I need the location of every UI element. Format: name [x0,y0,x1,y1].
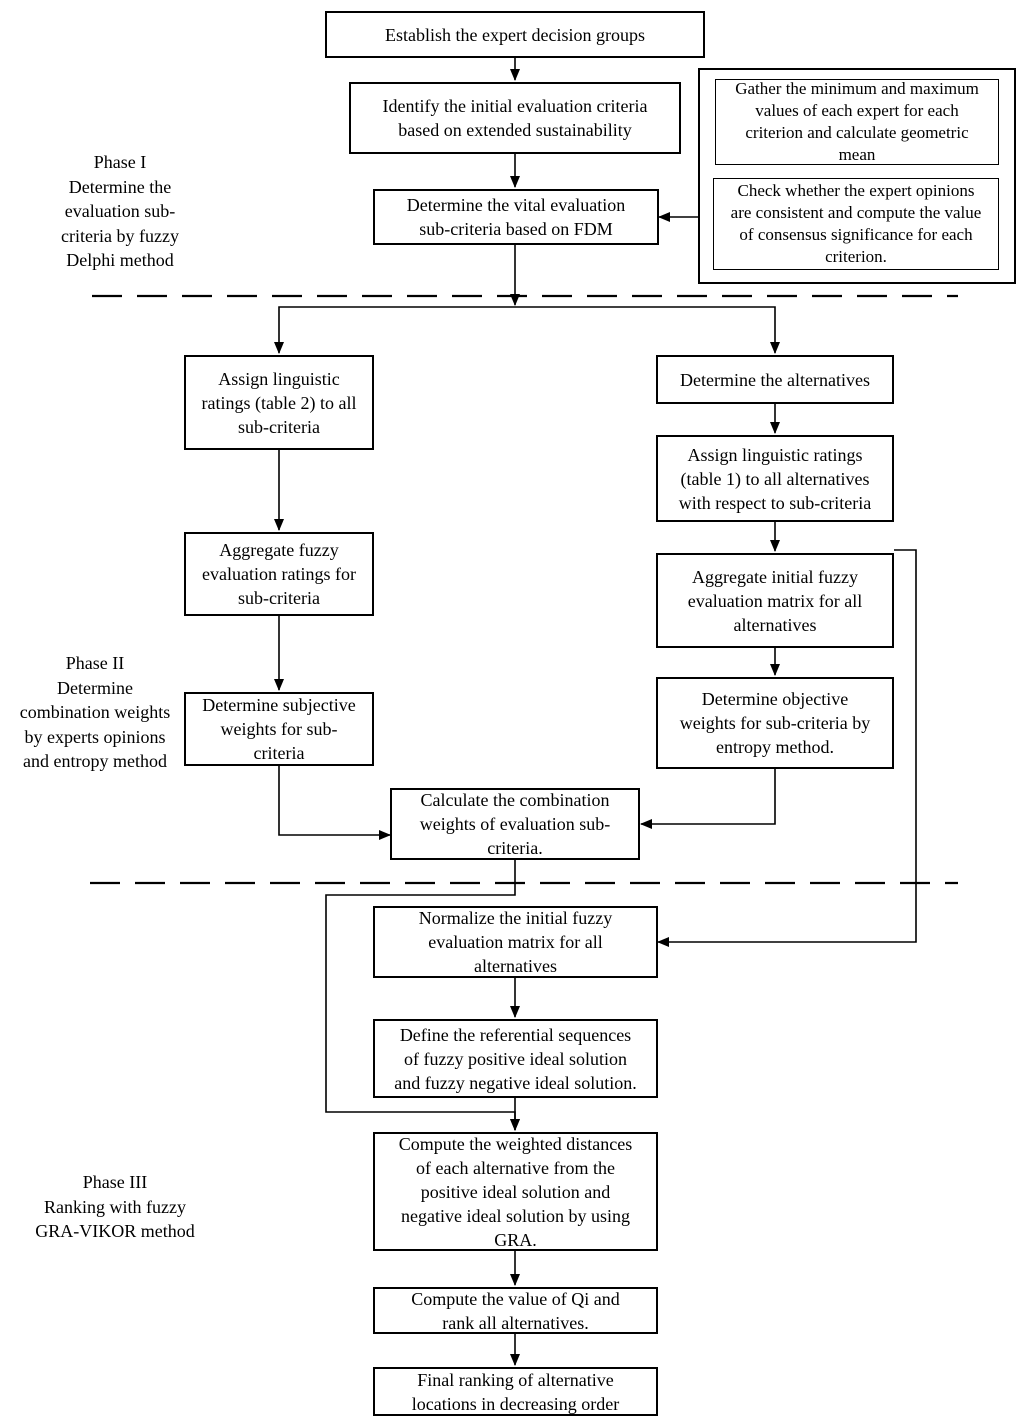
node-determine-alternatives: Determine the alternatives [656,355,894,404]
node-assign-ratings-subcriteria: Assign linguistic ratings (table 2) to a… [184,355,374,450]
node-final-ranking: Final ranking of alternative locations i… [373,1367,658,1416]
arrow-split-right [515,306,780,354]
node-expert-groups: Establish the expert decision groups [325,11,705,58]
phase-1-label: Phase I Determine the evaluation sub- cr… [61,152,179,270]
node-compute-qi: Compute the value of Qi and rank all alt… [373,1287,658,1334]
arrow-objective-to-combination [640,769,776,829]
node-objective-weights: Determine objective weights for sub-crit… [656,677,894,769]
node-referential-sequences: Define the referential sequences of fuzz… [373,1019,658,1098]
node-weighted-distances: Compute the weighted distances of each a… [373,1132,658,1251]
phase-3-label: Phase III Ranking with fuzzy GRA-VIKOR m… [35,1172,195,1241]
node-initial-criteria: Identify the initial evaluation criteria… [349,82,681,154]
node-gather-minmax: Gather the minimum and maximum values of… [715,79,999,165]
node-combination-weights: Calculate the combination weights of eva… [390,788,640,860]
node-aggregate-ratings: Aggregate fuzzy evaluation ratings for s… [184,532,374,616]
node-subjective-weights: Determine subjective weights for sub- cr… [184,692,374,766]
arrow-subjective-to-combination [278,766,391,840]
node-vital-subcriteria: Determine the vital evaluation sub-crite… [373,189,659,245]
arrow-split-left [274,306,515,354]
node-normalize-matrix: Normalize the initial fuzzy evaluation m… [373,906,658,978]
arrow-matrix-to-normalize [657,549,917,947]
node-check-consistency: Check whether the expert opinions are co… [713,178,999,270]
node-assign-ratings-alternatives: Assign linguistic ratings (table 1) to a… [656,435,894,522]
node-aggregate-matrix: Aggregate initial fuzzy evaluation matri… [656,553,894,648]
phase-2-label: Phase II Determine combination weights b… [19,653,171,771]
